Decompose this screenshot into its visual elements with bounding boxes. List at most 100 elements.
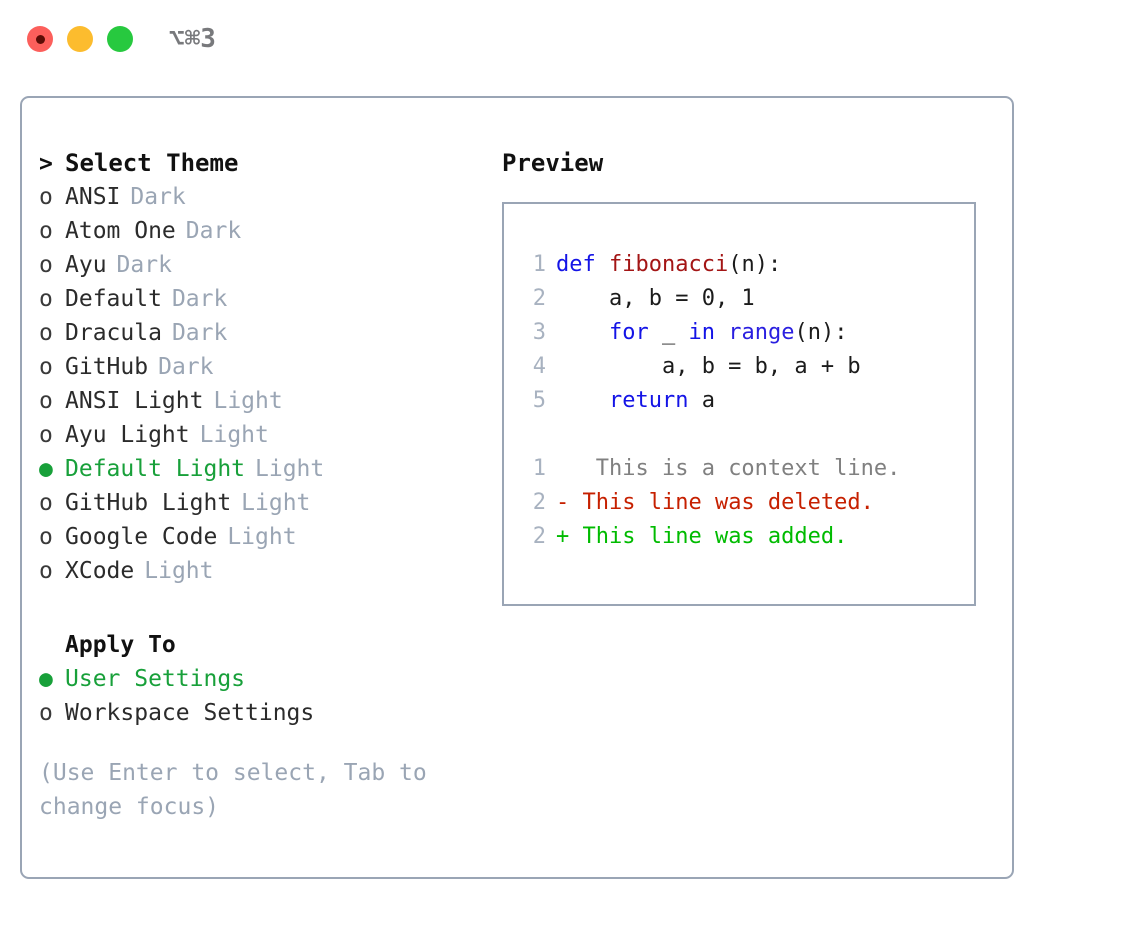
theme-option-dracula[interactable]: o Dracula Dark <box>39 316 484 350</box>
theme-option-label: Ayu Light <box>65 422 190 448</box>
code-token-kw: in <box>688 320 715 345</box>
code-token-plain: a <box>688 388 715 413</box>
theme-mode-badge: Light <box>227 524 297 550</box>
radio-unselected-icon: o <box>39 320 53 346</box>
apply-to-option-label: Workspace Settings <box>65 700 315 726</box>
apply-to-option-label: User Settings <box>65 666 246 692</box>
apply-to-option-workspace-settings[interactable]: o Workspace Settings <box>39 696 484 730</box>
apply-to-label: Apply To <box>65 632 176 658</box>
diff-sample: 1 This is a context line. 2- This line wa… <box>516 452 974 554</box>
diff-text: This line was added. <box>569 524 848 549</box>
radio-unselected-icon: o <box>39 700 53 726</box>
title-bar: ⌥⌘3 <box>0 0 1140 78</box>
code-token-plain: _ <box>648 320 689 345</box>
code-line: 4 a, b = b, a + b <box>516 350 974 384</box>
theme-option-label: Google Code <box>65 524 218 550</box>
code-line-number: 4 <box>532 354 546 379</box>
theme-mode-badge: Light <box>241 490 311 516</box>
code-token-plain <box>556 388 609 413</box>
diff-line-text: + This line was added. <box>556 520 847 554</box>
window-title: ⌥⌘3 <box>169 24 216 54</box>
diff-line-number: 1 <box>532 456 546 481</box>
theme-mode-badge: Dark <box>171 286 228 312</box>
recording-indicator-icon <box>35 34 45 44</box>
theme-option-google-code[interactable]: o Google Code Light <box>39 520 484 554</box>
theme-option-label: Default Light <box>65 456 246 482</box>
theme-option-github[interactable]: o GitHub Dark <box>39 350 484 384</box>
code-line: 5 return a <box>516 384 974 418</box>
radio-unselected-icon: o <box>39 354 53 380</box>
code-line-number: 3 <box>532 320 546 345</box>
code-token-kw: for <box>608 320 649 345</box>
code-token-plain: a, b = b, a + b <box>556 354 861 379</box>
code-diff-gap <box>516 418 974 452</box>
diff-text: This line was deleted. <box>569 490 874 515</box>
spacer-icon: o <box>39 628 65 662</box>
diff-line-number: 2 <box>532 524 546 549</box>
select-theme-title: Select Theme <box>65 149 239 177</box>
theme-option-label: GitHub Light <box>65 490 232 516</box>
code-token-plain: a, b = 0, 1 <box>556 286 755 311</box>
radio-unselected-icon: o <box>39 218 53 244</box>
radio-unselected-icon: o <box>39 490 53 516</box>
theme-mode-badge: Dark <box>116 252 172 278</box>
radio-unselected-icon: o <box>39 422 53 448</box>
code-line-text: a, b = b, a + b <box>556 350 861 384</box>
caret-icon: > <box>39 151 53 177</box>
diff-marker: - <box>556 490 570 515</box>
diff-marker: + <box>556 524 570 549</box>
minimize-button[interactable] <box>67 26 93 52</box>
diff-line-number: 2 <box>532 490 546 515</box>
theme-mode-badge: Light <box>144 558 214 584</box>
apply-to-section-header: o Apply To <box>39 628 484 662</box>
code-line-text: def fibonacci(n): <box>556 248 781 282</box>
theme-option-label: Ayu <box>65 252 107 278</box>
diff-line-add: 2 + This line was added. <box>516 520 974 554</box>
theme-option-atom-one[interactable]: o Atom One Dark <box>39 214 484 248</box>
preview-title: Preview <box>502 149 604 177</box>
theme-option-ayu-light[interactable]: o Ayu Light Light <box>39 418 484 452</box>
code-line-number: 2 <box>532 286 546 311</box>
keyboard-hint: (Use Enter to select, Tab to change focu… <box>39 760 427 820</box>
theme-option-label: GitHub <box>65 354 149 380</box>
apply-to-list: ●User Settings o Workspace Settings <box>39 662 484 730</box>
radio-unselected-icon: o <box>39 524 53 550</box>
code-token-fn: fibonacci <box>608 252 729 277</box>
theme-mode-badge: Dark <box>171 320 228 346</box>
theme-option-label: Default <box>65 286 162 312</box>
radio-unselected-icon: o <box>39 388 53 414</box>
apply-to-option-user-settings[interactable]: ●User Settings <box>39 662 484 696</box>
theme-mode-badge: Light <box>213 388 283 414</box>
theme-mode-badge: Dark <box>130 184 186 210</box>
theme-mode-badge: Dark <box>185 218 242 244</box>
theme-mode-badge: Light <box>255 456 325 482</box>
code-token-plain <box>715 320 728 345</box>
close-button[interactable] <box>27 26 53 52</box>
diff-marker <box>556 456 569 481</box>
theme-option-label: ANSI <box>65 184 121 210</box>
theme-option-label: Atom One <box>65 218 176 244</box>
radio-unselected-icon: o <box>39 558 53 584</box>
code-token-kw: return <box>608 388 689 413</box>
code-line: 3 for _ in range(n): <box>516 316 974 350</box>
theme-mode-badge: Dark <box>158 354 214 380</box>
theme-option-github-light[interactable]: o GitHub Light Light <box>39 486 484 520</box>
theme-mode-badge: Light <box>199 422 269 448</box>
select-theme-header: > Select Theme <box>39 146 484 180</box>
theme-option-label: Dracula <box>65 320 162 346</box>
code-line-text: return a <box>556 384 715 418</box>
maximize-button[interactable] <box>107 26 133 52</box>
diff-text: This is a context line. <box>569 456 901 481</box>
